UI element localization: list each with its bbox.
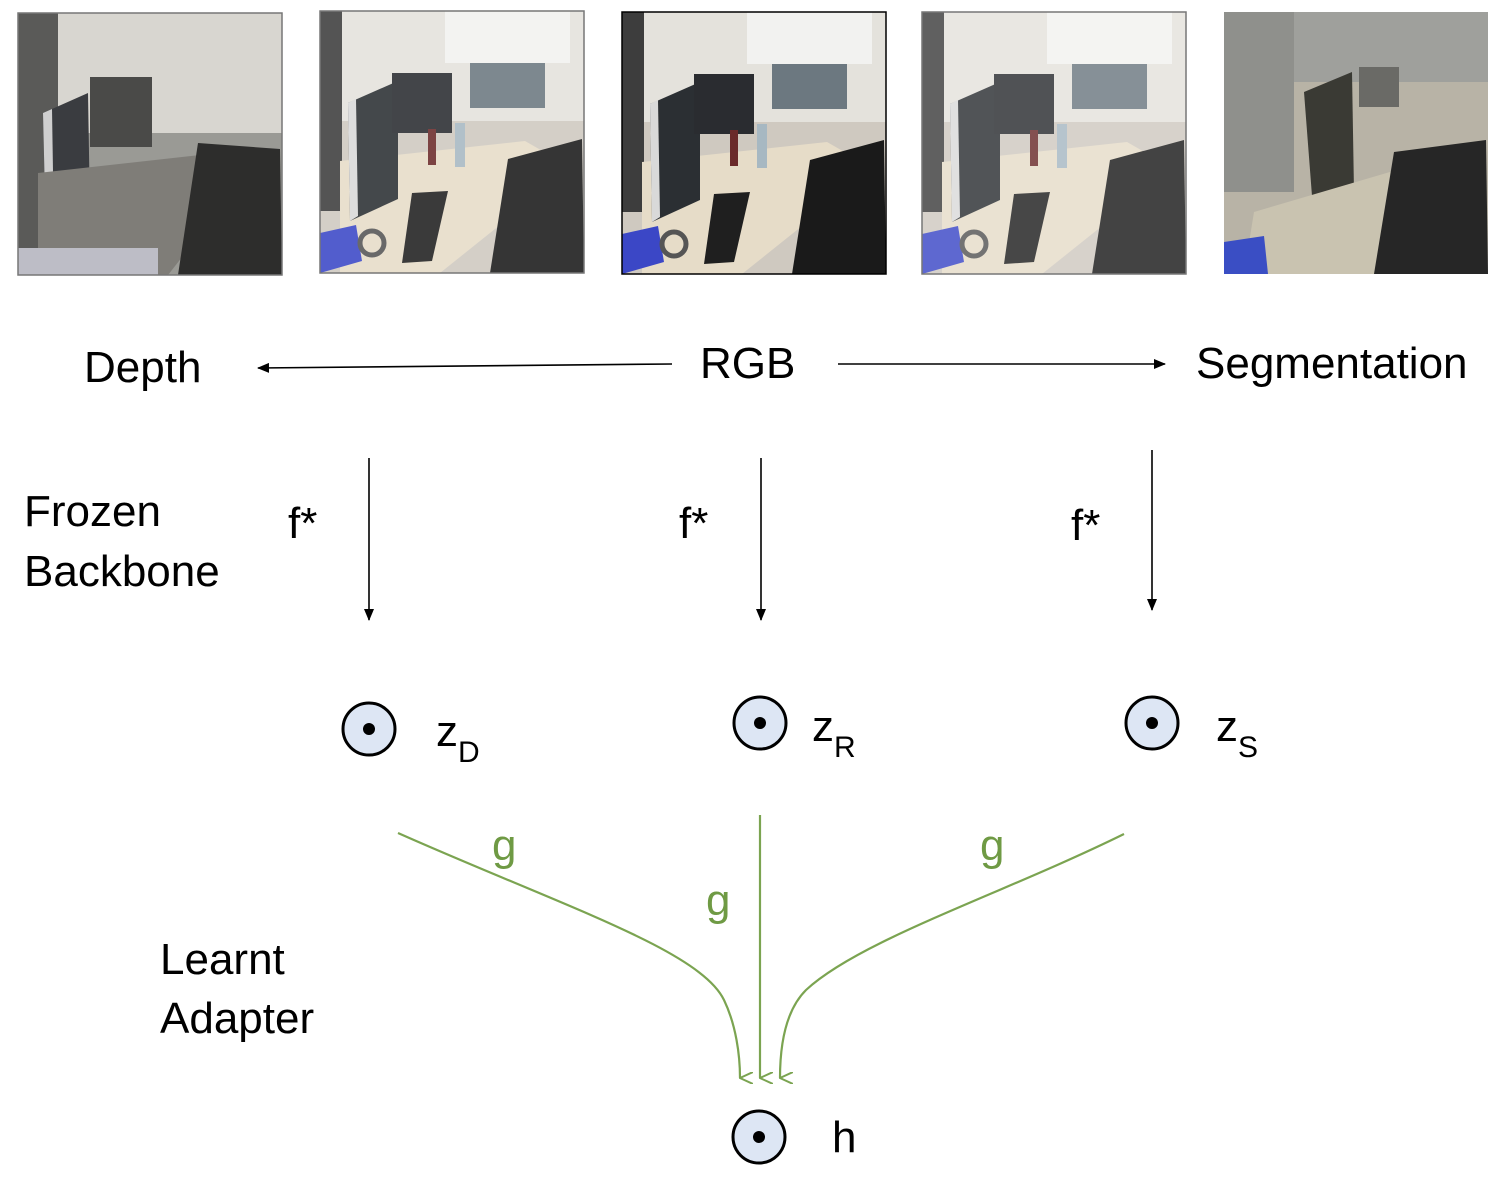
depth-label: Depth xyxy=(84,343,201,392)
learnt-adapter-label-line1: Learnt xyxy=(160,935,285,984)
rgb-to-depth-arrow xyxy=(257,362,673,373)
z-rgb-node xyxy=(732,695,788,751)
f-label-depth: f* xyxy=(288,499,317,548)
f-label-rgb: f* xyxy=(679,499,708,548)
rgb-variant-1 xyxy=(320,11,584,273)
z-segmentation-subscript: S xyxy=(1238,731,1258,764)
z-depth-node xyxy=(341,701,397,757)
z-rgb-label: zR xyxy=(812,702,856,764)
g-label-depth: g xyxy=(492,821,516,870)
f-label-segmentation: f* xyxy=(1071,501,1100,550)
z-rgb-subscript: R xyxy=(834,731,856,764)
segmentation-image xyxy=(1224,12,1488,274)
frozen-backbone-label-line2: Backbone xyxy=(24,547,220,596)
adapter-arrow-depth xyxy=(397,831,740,1078)
z-segmentation-node xyxy=(1124,695,1180,751)
learnt-adapter-label-line2: Adapter xyxy=(160,994,314,1043)
h-node xyxy=(731,1109,787,1165)
rgb-label: RGB xyxy=(700,339,795,388)
g-label-rgb: g xyxy=(706,876,730,925)
adapter-arrow-segmentation xyxy=(778,833,1125,1078)
rgb-variant-2 xyxy=(922,12,1186,274)
z-segmentation-label: zS xyxy=(1216,702,1258,764)
g-label-segmentation: g xyxy=(980,821,1004,870)
z-depth-subscript: D xyxy=(458,736,480,769)
frozen-backbone-label-line1: Frozen xyxy=(24,487,161,536)
rgb-original xyxy=(622,12,886,274)
h-label: h xyxy=(832,1113,856,1162)
z-depth-label: zD xyxy=(436,707,480,769)
segmentation-label: Segmentation xyxy=(1196,339,1468,388)
depth-image xyxy=(17,12,283,276)
